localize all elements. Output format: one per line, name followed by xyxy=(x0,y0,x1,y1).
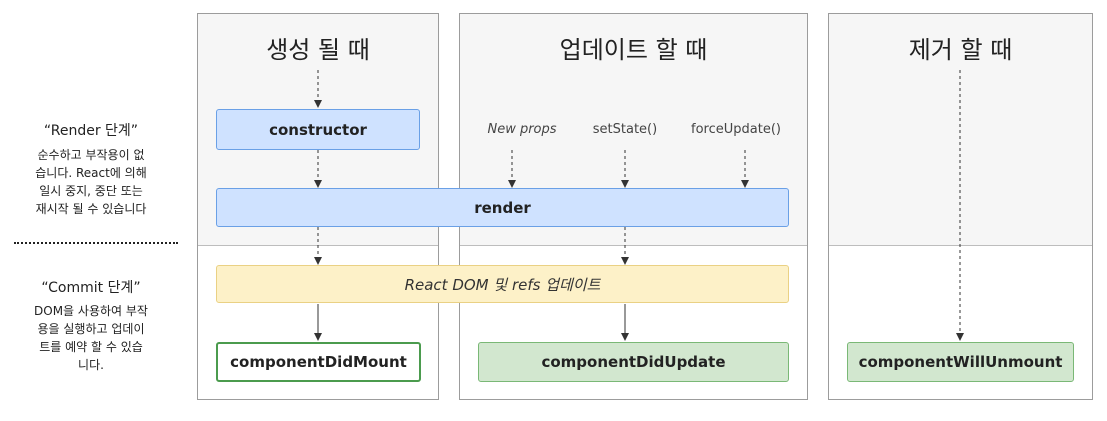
commit-phase-title: “Commit 단계” xyxy=(41,280,141,296)
force-update-trigger: forceUpdate() xyxy=(691,122,781,137)
commit-phase-desc-line: 용을 실행하고 업데이 xyxy=(37,322,145,336)
mount-column-title: 생성 될 때 xyxy=(266,36,370,64)
commit-phase-description: DOM을 사용하여 부작 용을 실행하고 업데이 트를 예약 할 수 있습 니다… xyxy=(12,302,170,374)
commit-phase-desc-line: 니다. xyxy=(78,358,104,372)
set-state-trigger: setState() xyxy=(592,122,658,137)
render-box: render xyxy=(216,188,789,227)
component-did-mount-box: componentDidMount xyxy=(216,342,421,382)
render-phase-desc-line: 습니다. React에 의해 xyxy=(35,166,147,180)
component-will-unmount-box: componentWillUnmount xyxy=(847,342,1074,382)
render-phase-desc-line: 일시 중지, 중단 또는 xyxy=(39,184,143,198)
update-column-title: 업데이트 할 때 xyxy=(559,36,708,64)
render-phase-description: 순수하고 부작용이 없 습니다. React에 의해 일시 중지, 중단 또는 … xyxy=(12,146,170,218)
commit-phase-desc-line: 트를 예약 할 수 있습 xyxy=(39,340,143,354)
unmount-column-title: 제거 할 때 xyxy=(908,36,1013,64)
render-phase-title: “Render 단계” xyxy=(43,123,139,139)
render-phase-desc-line: 재시작 될 수 있습니다 xyxy=(35,202,147,216)
component-did-update-box: componentDidUpdate xyxy=(478,342,789,382)
render-phase-desc-line: 순수하고 부작용이 없 xyxy=(37,148,145,162)
phase-separator xyxy=(14,242,178,244)
unmount-render-area xyxy=(829,14,1092,246)
commit-phase-desc-line: DOM을 사용하여 부작 xyxy=(34,304,148,318)
new-props-trigger: New props xyxy=(487,122,557,137)
react-dom-update-box: React DOM 및 refs 업데이트 xyxy=(216,265,789,303)
constructor-box: constructor xyxy=(216,109,420,150)
